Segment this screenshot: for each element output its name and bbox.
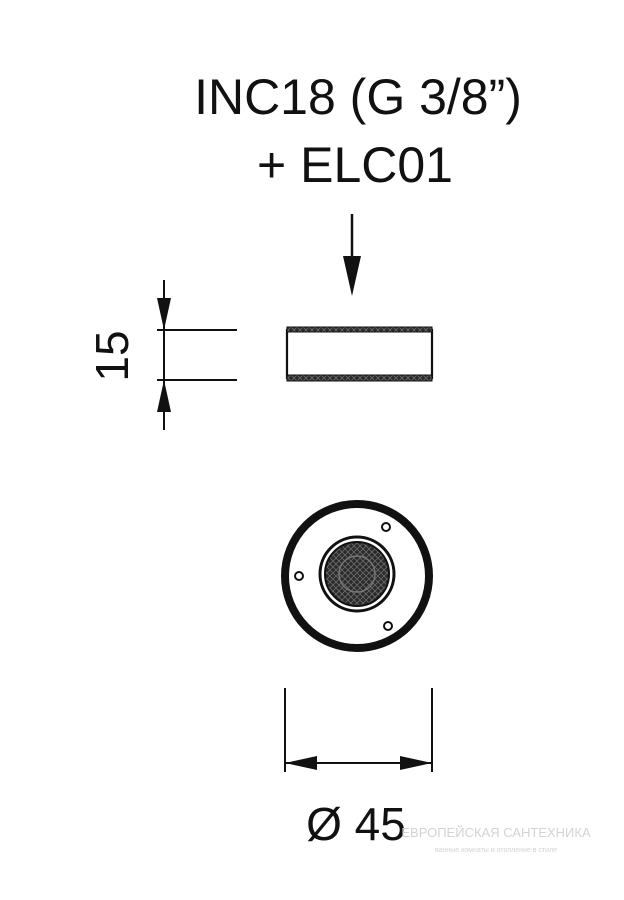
screw-top bbox=[381, 522, 391, 532]
watermark-line2: ванные комнаты и отопление в стиле bbox=[435, 847, 557, 854]
diameter-dimension bbox=[284, 688, 433, 772]
part-label-line2: + ELC01 bbox=[257, 137, 453, 193]
height-dimension bbox=[157, 280, 237, 430]
top-view bbox=[281, 500, 433, 652]
diameter-dim-label: Ø 45 bbox=[306, 798, 406, 850]
screw-left bbox=[294, 571, 304, 581]
height-dim-label: 15 bbox=[86, 330, 138, 381]
pointer-arrow bbox=[343, 214, 361, 296]
filter-mesh bbox=[324, 541, 390, 607]
watermark-line1: ЕВРОПЕЙСКАЯ САНТЕХНИКА bbox=[401, 825, 591, 840]
filter-center bbox=[338, 555, 376, 593]
screw-bottom bbox=[383, 621, 393, 631]
part-label-line1: INC18 (G 3/8”) bbox=[194, 69, 522, 125]
side-view bbox=[285, 326, 434, 382]
